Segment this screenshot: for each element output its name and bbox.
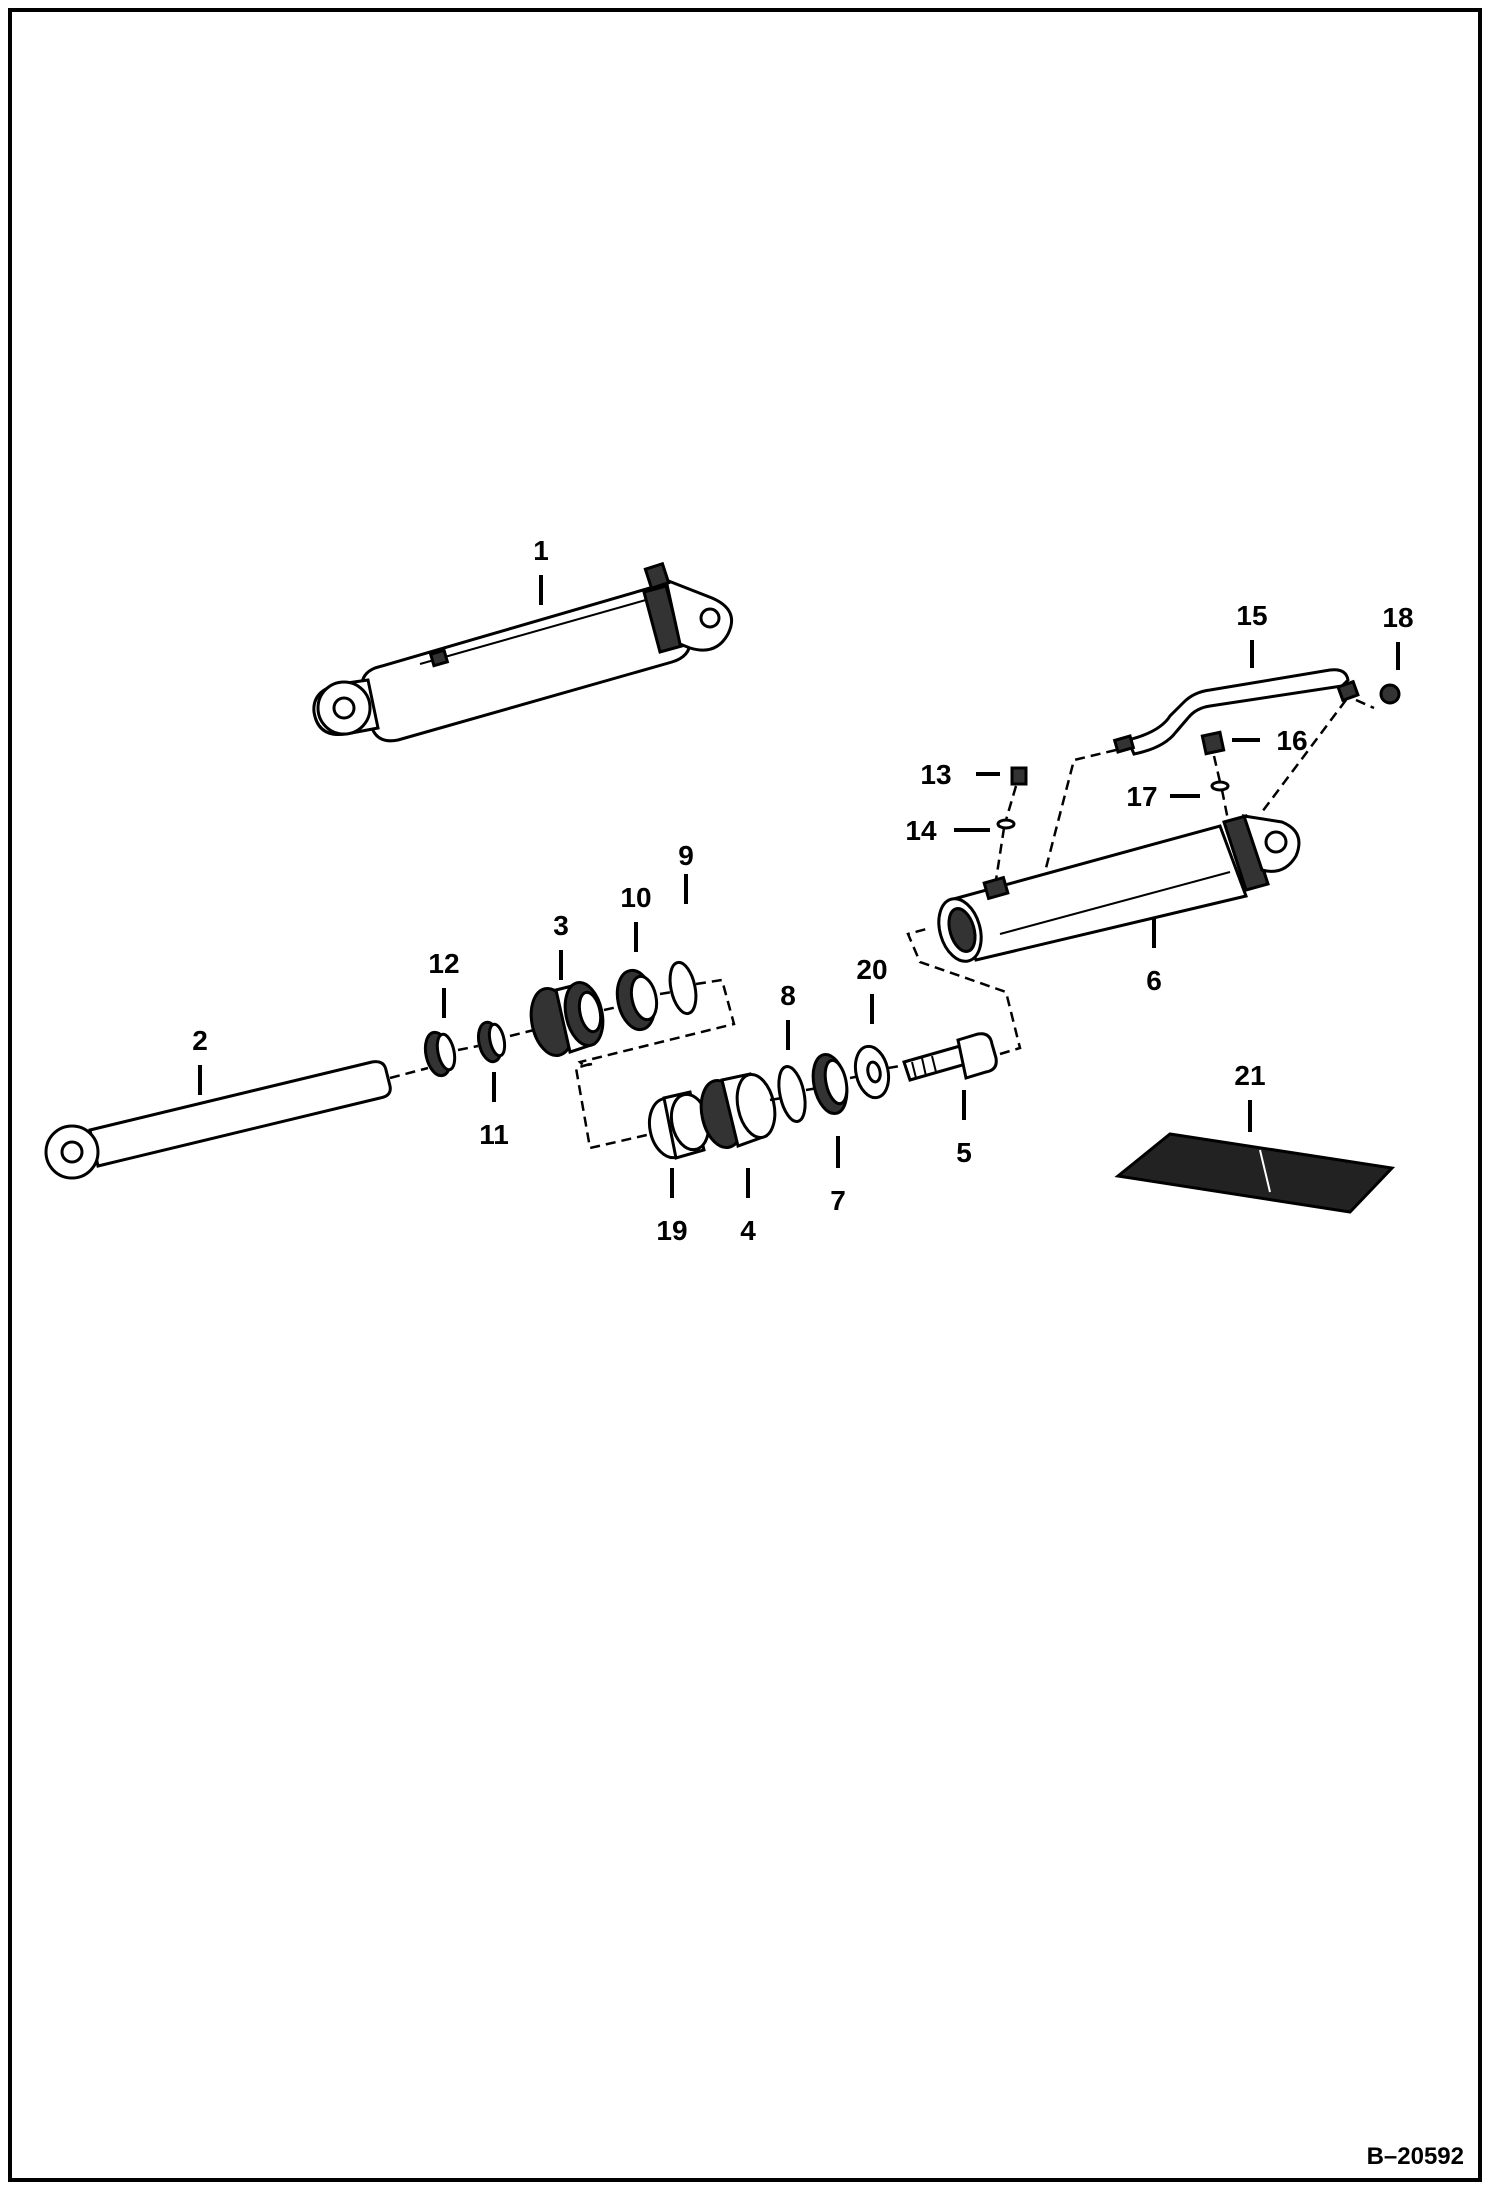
callout-16: 16 <box>1276 725 1307 756</box>
callout-9: 9 <box>678 840 694 871</box>
part-18-cap <box>1379 683 1401 705</box>
callout-2: 2 <box>192 1025 208 1056</box>
part-1-cylinder-assembly <box>312 561 733 743</box>
part-4-piston <box>699 1072 777 1150</box>
callout-3: 3 <box>553 910 569 941</box>
part-16-fitting <box>1200 730 1226 756</box>
part-3-gland <box>529 980 605 1058</box>
part-6-barrel <box>937 814 1301 963</box>
callout-14: 14 <box>905 815 937 846</box>
callout-11: 11 <box>479 1119 509 1150</box>
callout-17: 17 <box>1126 781 1157 812</box>
part-20-washer <box>853 1044 891 1100</box>
part-12-wiper <box>423 1030 457 1078</box>
part-5-bolt <box>902 1032 998 1082</box>
callout-13: 13 <box>920 759 951 790</box>
diagram-frame <box>8 8 1482 2182</box>
part-15-tube <box>1112 668 1360 756</box>
callout-21: 21 <box>1234 1060 1265 1091</box>
callout-19: 19 <box>656 1215 687 1246</box>
callout-4: 4 <box>740 1215 756 1246</box>
part-21-seal-kit <box>1114 1132 1396 1214</box>
diagram-id: B–20592 <box>1367 2143 1464 2170</box>
callout-7: 7 <box>830 1185 846 1216</box>
part-8-o-ring <box>777 1064 807 1124</box>
part-2-rod <box>44 1060 429 1180</box>
part-19-spacer <box>647 1090 711 1160</box>
callout-20: 20 <box>856 954 887 985</box>
callout-18: 18 <box>1382 602 1413 633</box>
callout-10: 10 <box>620 882 651 913</box>
callout-6: 6 <box>1146 965 1162 996</box>
callout-12: 12 <box>428 948 459 979</box>
part-13-fitting <box>1010 766 1028 786</box>
part-9-o-ring <box>668 960 698 1016</box>
part-11-seal <box>476 1020 507 1064</box>
part-14-o-ring <box>996 818 1016 830</box>
part-17-o-ring <box>1210 780 1230 792</box>
callout-15: 15 <box>1236 600 1267 631</box>
leader-lines <box>198 575 1400 1198</box>
callout-5: 5 <box>956 1137 972 1168</box>
part-10-seal <box>615 968 659 1032</box>
part-7-seal <box>811 1052 849 1116</box>
callout-1: 1 <box>533 535 549 566</box>
callout-8: 8 <box>780 980 796 1011</box>
